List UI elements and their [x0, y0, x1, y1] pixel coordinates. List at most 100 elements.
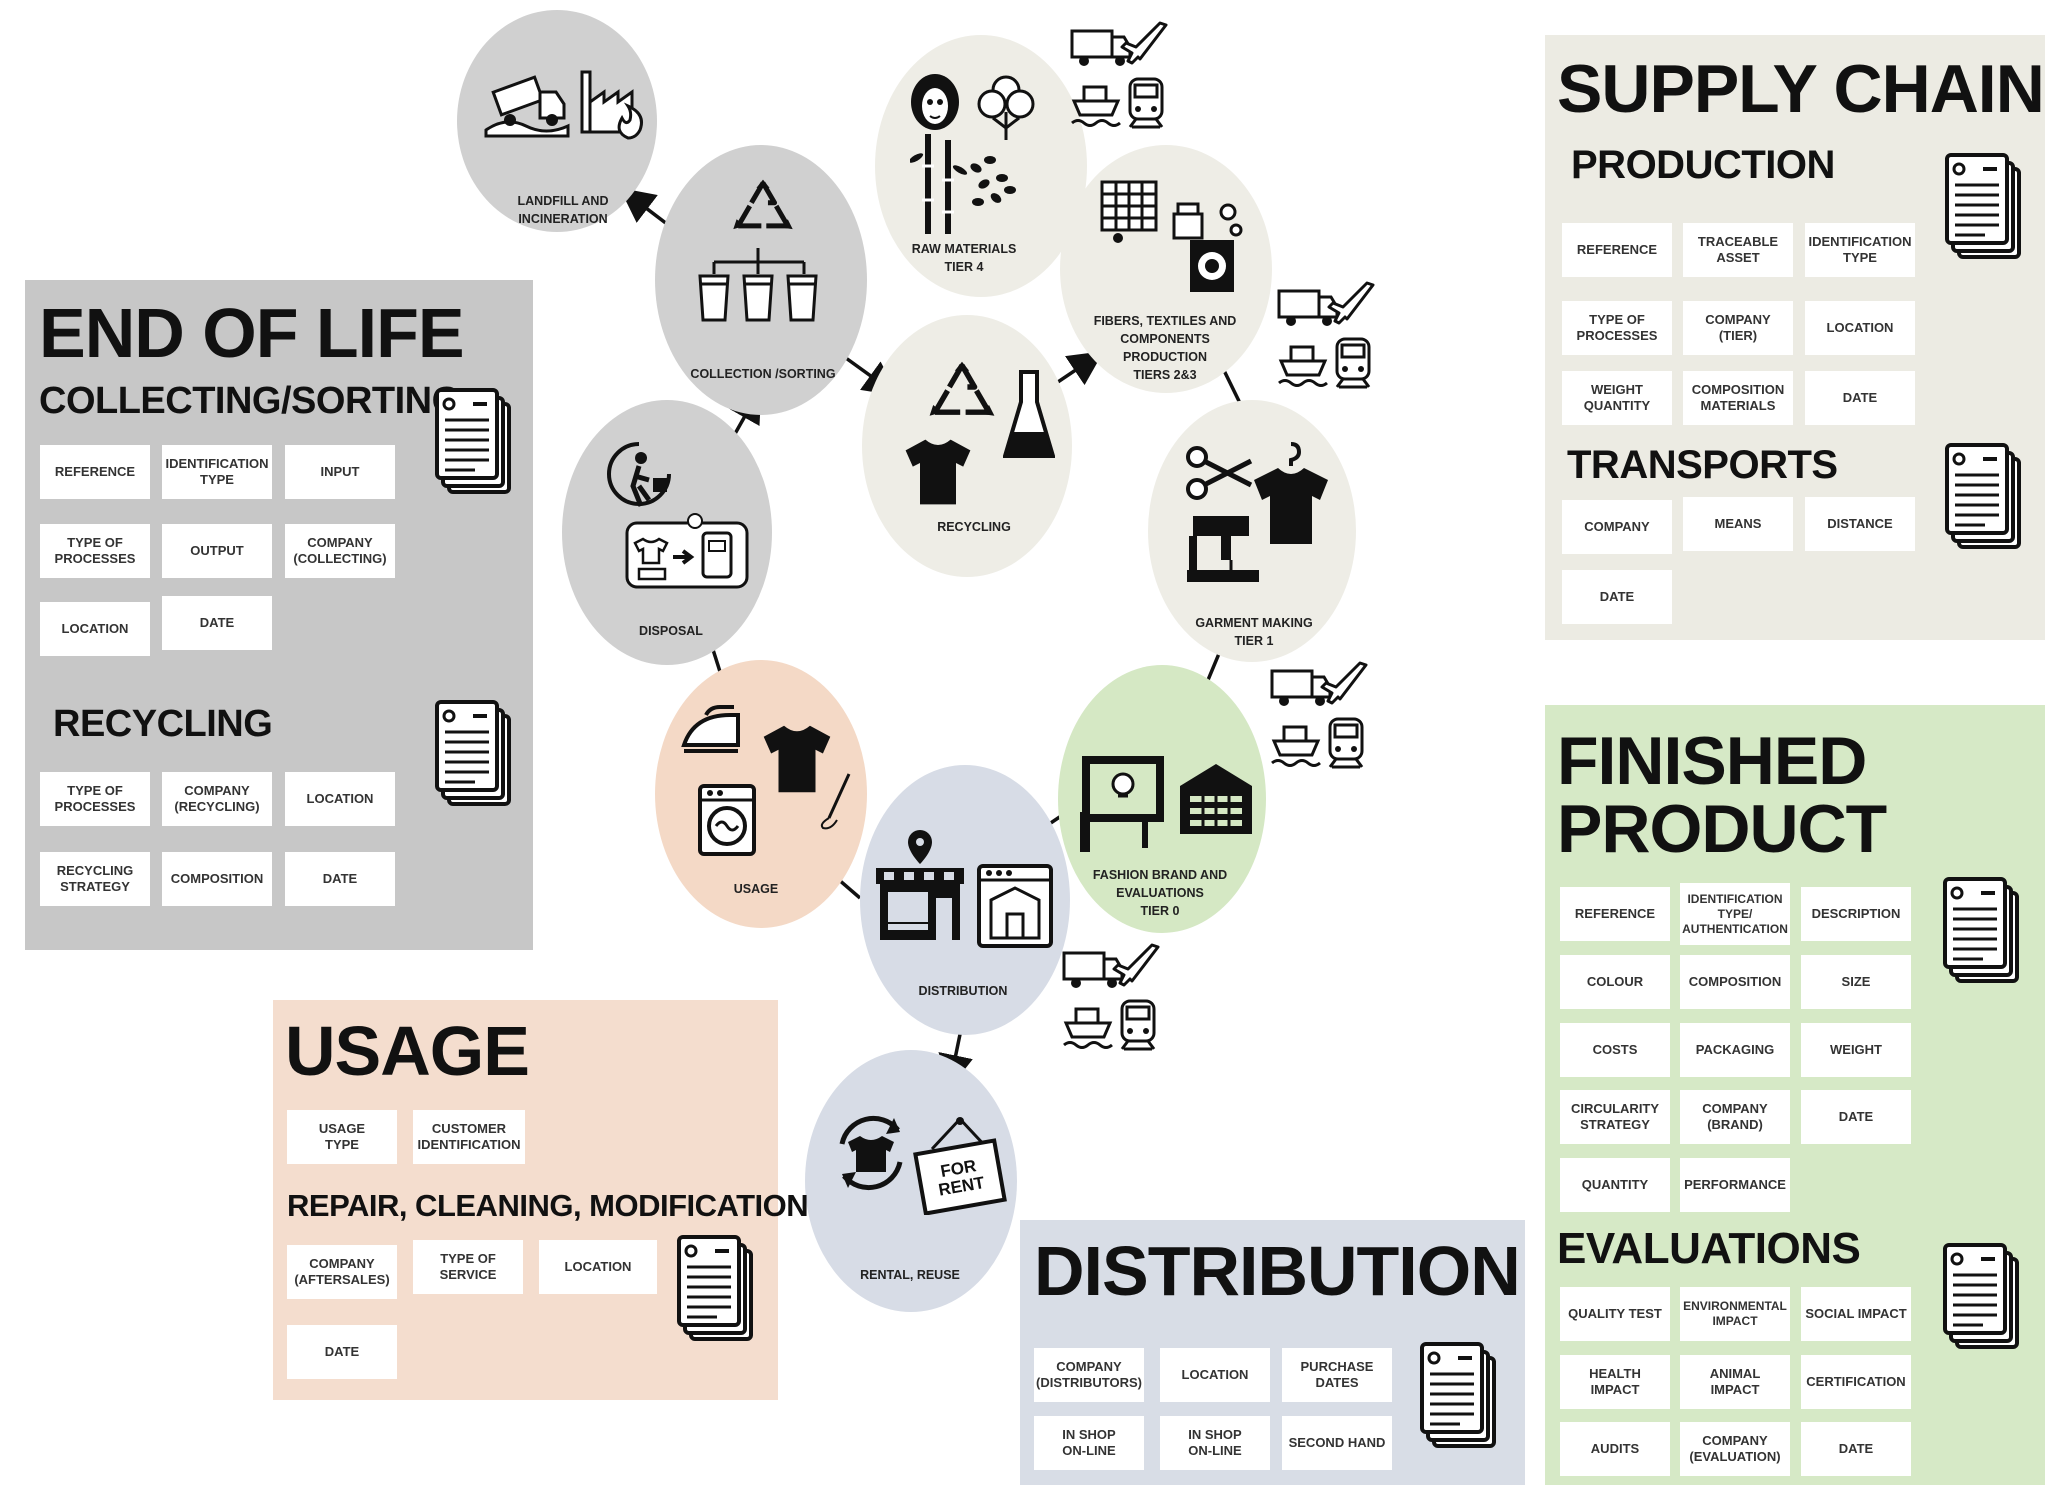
field-purchase-dates: PURCHASE DATES [1282, 1348, 1392, 1402]
buttons-thread-icon [1172, 202, 1243, 292]
loom-icon [1100, 180, 1158, 243]
needle-thread-icon [820, 773, 851, 830]
stage-usage [655, 660, 867, 928]
field-costs: COSTS [1560, 1023, 1670, 1077]
field-location: LOCATION [1160, 1348, 1270, 1402]
field-composition: COMPOSITION [1680, 955, 1790, 1009]
field-quality-test: QUALITY TEST [1560, 1287, 1670, 1341]
field-type-of-processes: TYPE OF PROCESSES [40, 772, 150, 826]
field-company-evaluation: COMPANY (EVALUATION) [1680, 1422, 1790, 1476]
field-company-collecting: COMPANY (COLLECTING) [285, 524, 395, 578]
field-location: LOCATION [1805, 301, 1915, 355]
recycle-symbol-icon [926, 360, 998, 432]
finished-product-panel: FINISHED PRODUCT REFERENCE IDENTIFICATIO… [1545, 705, 2045, 1485]
sewing-machine-icon [1187, 516, 1259, 582]
sheep-icon [911, 74, 959, 130]
document-icon [1943, 1243, 2023, 1353]
field-output: OUTPUT [162, 524, 272, 578]
document-icon [1943, 877, 2023, 987]
field-reference: REFERENCE [1562, 223, 1672, 277]
field-date: DATE [287, 1325, 397, 1379]
stage-label-collection: COLLECTION /SORTING [690, 367, 836, 381]
online-shop-icon [977, 864, 1053, 948]
tshirt-hanger-icon [1254, 442, 1328, 544]
field-in-shop-online: IN SHOP ON-LINE [1034, 1416, 1144, 1470]
garbage-truck-icon [484, 75, 570, 138]
field-performance: PERFORMANCE [1680, 1158, 1790, 1212]
end-of-life-panel: END OF LIFE COLLECTING/SORTING REFERENCE… [25, 280, 533, 950]
supply-chain-panel: SUPPLY CHAIN PRODUCTION REFERENCE TRACEA… [1545, 35, 2045, 640]
usage-title: USAGE [285, 1012, 530, 1090]
factory-fire-icon [580, 70, 643, 140]
stage-garment [1148, 400, 1356, 662]
field-quantity: QUANTITY [1560, 1158, 1670, 1212]
bins-icon [698, 248, 818, 322]
field-company: COMPANY [1562, 500, 1672, 554]
stage-label-recycling: RECYCLING [937, 520, 1011, 534]
field-reference: REFERENCE [1560, 887, 1670, 941]
distribution-panel: DISTRIBUTION COMPANY (DISTRIBUTORS) LOCA… [1020, 1220, 1525, 1485]
usage-panel: USAGE USAGE TYPE CUSTOMER IDENTIFICATION… [273, 1000, 809, 1400]
field-location: LOCATION [40, 602, 150, 656]
stage-label-rental: RENTAL, REUSE [860, 1268, 960, 1282]
repair-cleaning-title: REPAIR, CLEANING, MODIFICATION [287, 1188, 809, 1223]
field-customer-identification: CUSTOMER IDENTIFICATION [413, 1110, 525, 1164]
stage-label-fashion-brand: FASHION BRAND AND EVALUATIONS TIER 0 [1092, 868, 1228, 919]
for-rent-sign-icon [913, 1117, 1007, 1215]
stage-label-landfill: LANDFILL AND INCINERATION [517, 194, 609, 227]
stage-fibers [1060, 145, 1272, 393]
document-icon [1420, 1342, 1500, 1452]
production-title: PRODUCTION [1571, 143, 1835, 187]
field-environmental-impact: ENVIRONMENTAL IMPACT [1680, 1287, 1790, 1341]
field-company-aftersales: COMPANY (AFTERSALES) [287, 1245, 397, 1299]
transport-icons-garment [1270, 660, 1370, 772]
transport-icons-distribution [1062, 942, 1162, 1054]
transport-icons-fibers [1277, 280, 1377, 392]
transports-title: TRANSPORTS [1567, 443, 1838, 487]
scissors-icon [1186, 446, 1253, 500]
field-weight: WEIGHT [1801, 1023, 1911, 1077]
tshirt-cycle-icon [839, 1115, 903, 1191]
stage-label-garment: GARMENT MAKING TIER 1 [1195, 616, 1313, 649]
clothes-to-bin-icon [625, 513, 749, 589]
collecting-sorting-title: COLLECTING/SORTING [39, 380, 461, 422]
person-disposal-icon [607, 442, 671, 507]
field-packaging: PACKAGING [1680, 1023, 1790, 1077]
field-health-impact: HEALTH IMPACT [1560, 1355, 1670, 1409]
field-animal-impact: ANIMAL IMPACT [1680, 1355, 1790, 1409]
field-date: DATE [285, 852, 395, 906]
billboard-icon [1080, 756, 1164, 852]
document-icon [435, 388, 515, 498]
finished-product-title-2: PRODUCT [1557, 791, 1887, 867]
field-traceable-asset: TRACEABLE ASSET [1683, 223, 1793, 277]
field-identification-type: IDENTIFICATION TYPE/ AUTHENTICATION [1680, 883, 1790, 945]
field-certification: CERTIFICATION [1801, 1355, 1911, 1409]
stage-raw-materials [875, 35, 1087, 297]
warehouse-icon [1180, 764, 1252, 834]
field-type-of-processes: TYPE OF PROCESSES [40, 524, 150, 578]
field-composition-materials: COMPOSITION MATERIALS [1683, 371, 1793, 425]
field-identification-type: IDENTIFICATION TYPE [162, 445, 272, 499]
evaluations-title: EVALUATIONS [1557, 1224, 1861, 1273]
stage-label-disposal: DISPOSAL [639, 624, 703, 638]
field-social-impact: SOCIAL IMPACT [1801, 1287, 1911, 1341]
field-date: DATE [1562, 570, 1672, 624]
stage-label-usage: USAGE [733, 882, 779, 896]
stage-label-raw-materials: RAW MATERIALS TIER 4 [911, 242, 1017, 275]
field-company-brand: COMPANY (BRAND) [1680, 1090, 1790, 1144]
stage-label-fibers: FIBERS, TEXTILES AND COMPONENTS PRODUCTI… [1093, 314, 1237, 383]
document-icon [1945, 153, 2025, 263]
field-audits: AUDITS [1560, 1422, 1670, 1476]
recycling-title: RECYCLING [53, 703, 273, 745]
flask-icon [1003, 370, 1055, 458]
field-circularity-strategy: CIRCULARITY STRATEGY [1560, 1090, 1670, 1144]
document-icon [677, 1235, 757, 1345]
distribution-title: DISTRIBUTION [1034, 1232, 1521, 1310]
shop-icon [876, 830, 964, 940]
field-date: DATE [162, 596, 272, 650]
field-colour: COLOUR [1560, 955, 1670, 1009]
field-weight-quantity: WEIGHT QUANTITY [1562, 371, 1672, 425]
field-company-recycling: COMPANY (RECYCLING) [162, 772, 272, 826]
stage-label-distribution: DISTRIBUTION [918, 984, 1008, 998]
field-second-hand: SECOND HAND [1282, 1416, 1392, 1470]
